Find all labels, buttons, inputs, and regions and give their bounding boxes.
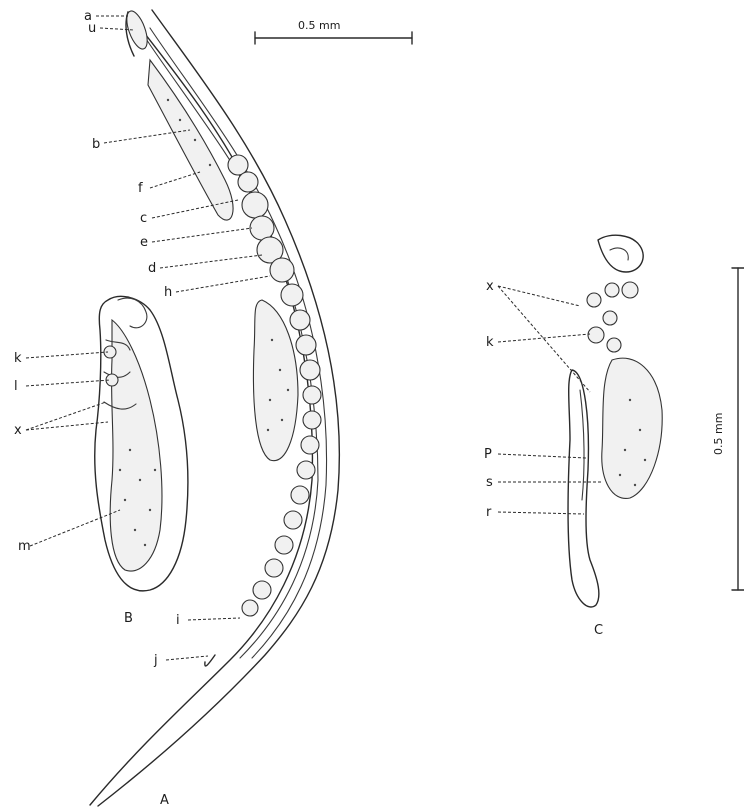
label-l-b: l [14,379,18,394]
scale-bar-top: 0.5 mm [255,19,412,44]
label-h: h [164,285,172,300]
label-e: e [140,235,148,250]
label-s: s [486,475,493,490]
specimen-b [95,296,188,591]
label-i: i [176,613,180,628]
label-k-c: k [486,335,494,350]
label-x-b: x [14,423,22,438]
label-k-b: k [14,351,22,366]
label-m: m [18,539,31,554]
label-x-c: x [486,279,494,294]
label-p: P [484,447,492,462]
label-r: r [486,505,492,520]
specimen-c [568,235,662,607]
label-u: u [88,21,96,36]
label-d: d [148,261,156,276]
label-j: j [153,653,158,668]
labels-c: x k P s r C [484,279,603,638]
label-f: f [138,181,143,196]
label-b: b [92,137,100,152]
scale-bar-right-label: 0.5 mm [712,413,725,455]
label-c: c [140,211,147,226]
panel-label-b: B [124,611,133,626]
scale-bar-top-label: 0.5 mm [298,19,340,32]
panel-label-c: C [594,623,603,638]
scale-bar-right: 0.5 mm [712,268,744,590]
panel-label-a: A [160,793,169,808]
